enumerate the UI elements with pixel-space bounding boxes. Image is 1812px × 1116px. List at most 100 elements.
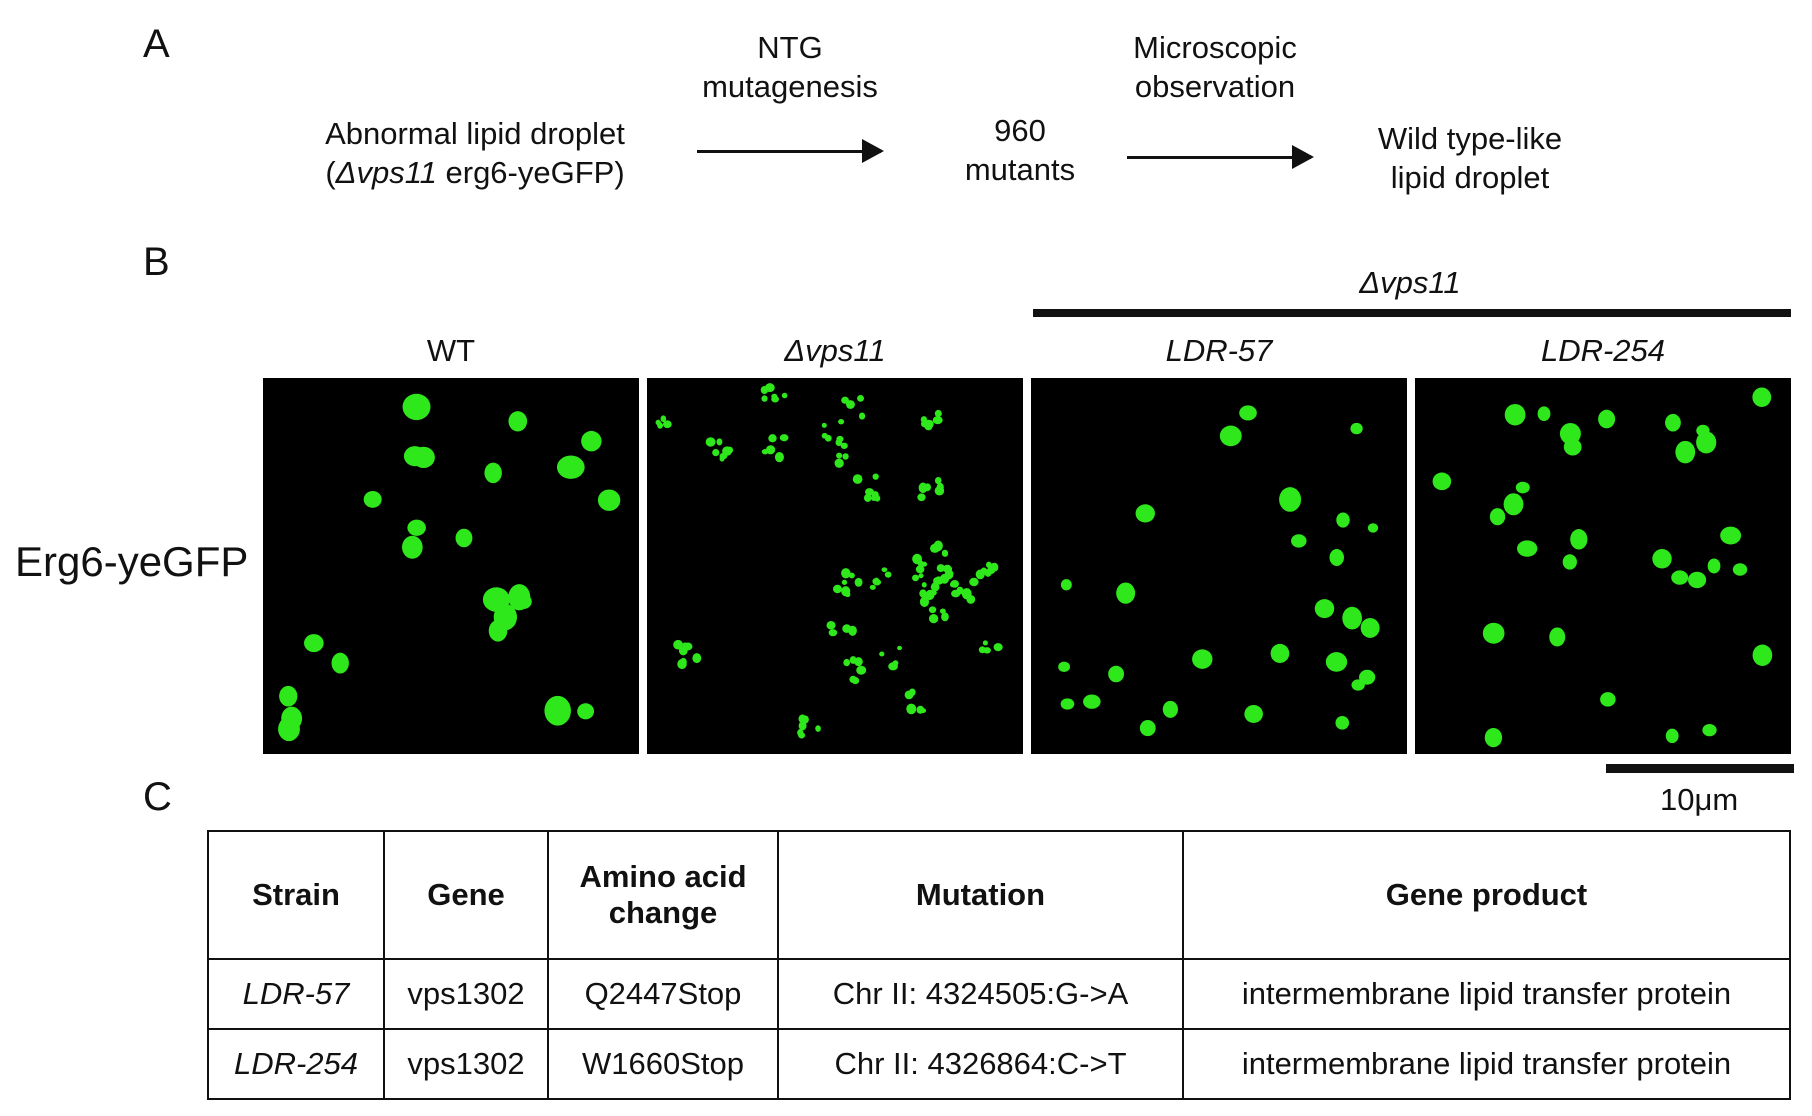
droplet-spot xyxy=(692,653,702,664)
droplet-spot xyxy=(985,561,992,568)
droplet-spot xyxy=(1335,716,1350,730)
flow-mid-line1: 960 xyxy=(994,113,1046,148)
droplet-spot xyxy=(865,488,874,496)
group-bar xyxy=(1033,309,1791,317)
cell-strain: LDR-254 xyxy=(207,1028,385,1100)
droplet-spot xyxy=(969,577,979,587)
droplet-spot xyxy=(961,588,972,600)
flow-start-line1: Abnormal lipid droplet xyxy=(325,116,625,151)
droplet-spot xyxy=(1367,523,1379,533)
droplet-spot xyxy=(1351,679,1365,691)
droplet-spot xyxy=(1671,570,1689,585)
header-gene: Gene xyxy=(383,830,549,960)
droplet-spot xyxy=(842,453,849,460)
droplet-spot xyxy=(821,432,828,439)
droplet-spot xyxy=(990,563,999,572)
droplet-spot xyxy=(1516,540,1538,557)
column-label-wt: WT xyxy=(426,333,476,368)
header-gene-product: Gene product xyxy=(1182,830,1791,960)
droplet-spot xyxy=(857,395,865,402)
flow-step2-line1: Microscopic xyxy=(1133,30,1297,65)
droplet-spot xyxy=(1665,728,1679,744)
droplet-spot xyxy=(1219,425,1242,447)
droplet-spot xyxy=(1291,534,1307,548)
droplet-spot xyxy=(1270,643,1290,663)
flow-step1-line1: NTG xyxy=(757,30,823,65)
droplet-spot xyxy=(881,567,888,573)
droplet-spot xyxy=(677,659,687,670)
droplet-spot xyxy=(304,634,324,653)
droplet-spot xyxy=(1549,627,1566,647)
droplet-spot xyxy=(872,473,879,480)
droplet-spot xyxy=(1675,440,1696,464)
droplet-spot xyxy=(1342,606,1362,630)
droplet-spot xyxy=(1239,405,1257,421)
droplet-spot xyxy=(1108,665,1125,683)
micrograph-wt xyxy=(263,378,639,754)
droplet-spot xyxy=(841,396,849,404)
droplet-spot xyxy=(930,583,940,592)
droplet-spot xyxy=(906,703,917,715)
droplet-spot xyxy=(331,652,349,674)
flow-end-line1: Wild type-like xyxy=(1377,121,1563,156)
droplet-spot xyxy=(1696,424,1710,437)
droplet-spot xyxy=(1559,422,1581,445)
droplet-spot xyxy=(556,455,585,479)
droplet-spot xyxy=(923,483,931,492)
flow-mid-line2: mutants xyxy=(964,152,1076,187)
droplet-spot xyxy=(712,448,720,457)
droplet-spot xyxy=(841,568,851,579)
droplet-spot xyxy=(1060,698,1075,710)
panel-label-b: B xyxy=(143,240,170,284)
flow-start-line2: (Δvps11 erg6-yeGFP) xyxy=(325,155,625,190)
droplet-spot xyxy=(846,400,855,409)
droplet-spot xyxy=(1688,571,1707,589)
droplet-spot xyxy=(719,452,728,460)
droplet-spot xyxy=(662,420,672,429)
droplet-spot xyxy=(1139,719,1156,737)
droplet-spot xyxy=(833,584,842,594)
header-strain: Strain xyxy=(207,830,385,960)
droplet-spot xyxy=(1720,526,1742,545)
table-row: LDR-57 vps1302 Q2447Stop Chr II: 4324505… xyxy=(207,958,1791,1030)
flow-step1-label: NTG mutagenesis xyxy=(680,28,900,106)
droplet-spot xyxy=(915,565,925,574)
flow-end: Wild type-like lipid droplet xyxy=(1345,119,1595,197)
droplet-spot xyxy=(1562,554,1577,570)
droplet-spot xyxy=(1336,512,1350,528)
cell-aa: Q2447Stop xyxy=(547,958,779,1030)
droplet-spot xyxy=(1702,723,1717,737)
droplet-spot xyxy=(982,640,988,646)
cell-mutation: Chr II: 4326864:C->T xyxy=(777,1028,1184,1100)
droplet-spot xyxy=(781,392,788,399)
droplet-spot xyxy=(1696,431,1717,454)
droplet-spot xyxy=(1652,549,1672,569)
cell-gene: vps1302 xyxy=(383,958,549,1030)
scale-bar xyxy=(1606,764,1794,773)
cell-product: intermembrane lipid transfer protein xyxy=(1182,1028,1791,1100)
cell-aa: W1660Stop xyxy=(547,1028,779,1100)
droplet-spot xyxy=(412,446,435,469)
droplet-spot xyxy=(828,629,838,637)
droplet-spot xyxy=(936,564,945,573)
droplet-spot xyxy=(924,419,933,431)
droplet-spot xyxy=(1350,422,1363,435)
droplet-spot xyxy=(577,703,595,720)
droplet-spot xyxy=(980,567,987,573)
droplet-spot xyxy=(917,560,924,568)
droplet-spot xyxy=(716,438,723,446)
droplet-spot xyxy=(1482,622,1505,644)
cell-product: intermembrane lipid transfer protein xyxy=(1182,958,1791,1030)
droplet-spot xyxy=(1752,644,1773,666)
droplet-spot xyxy=(1314,599,1335,619)
droplet-spot xyxy=(508,584,531,611)
droplet-spot xyxy=(852,474,863,484)
droplet-spot xyxy=(869,584,876,590)
droplet-spot xyxy=(597,489,621,511)
micrograph-ldr57 xyxy=(1031,378,1407,754)
droplet-spot xyxy=(1060,579,1072,591)
droplet-spot xyxy=(1732,563,1748,576)
column-label-dvps11: Δvps11 xyxy=(784,333,886,368)
